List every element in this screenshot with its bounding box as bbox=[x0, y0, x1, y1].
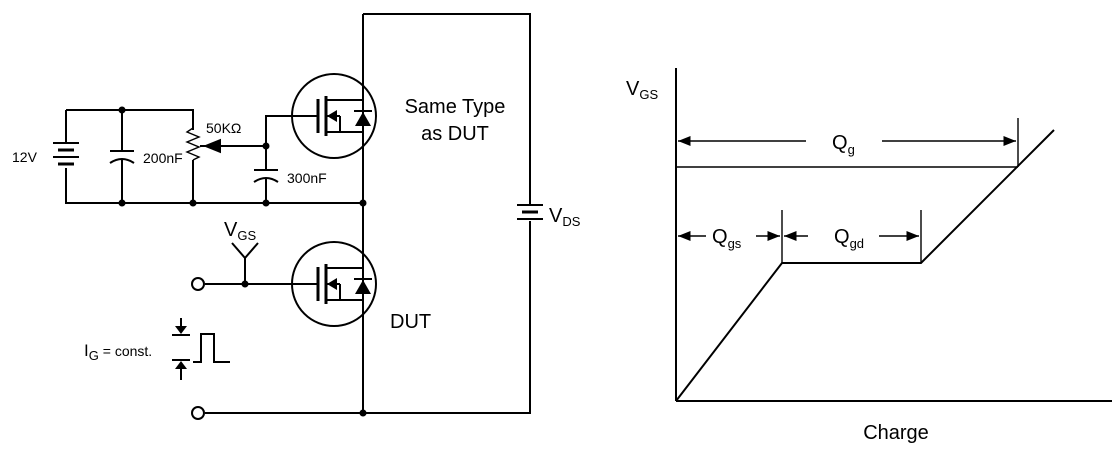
potentiometer-label: 50KΩ bbox=[206, 120, 241, 136]
main-loop-wire bbox=[205, 13, 531, 414]
gate-charge-chart: VGS Charge Qg Qgs Qgd bbox=[626, 68, 1112, 444]
y-axis-label: VGS bbox=[626, 78, 658, 102]
gate-terminal bbox=[191, 277, 205, 291]
test-circuit: VDS Same Type as DUT bbox=[12, 13, 581, 420]
ground-terminal bbox=[191, 406, 205, 420]
pulse-icon bbox=[193, 333, 230, 363]
capacitor-200nf-label: 200nF bbox=[143, 150, 183, 166]
capacitor-300nf-label: 300nF bbox=[287, 170, 327, 186]
qgs-label: Qgs bbox=[712, 226, 742, 251]
vgs-probe bbox=[231, 242, 259, 288]
dut-label: DUT bbox=[390, 311, 431, 333]
bias-top-wire bbox=[66, 109, 194, 203]
qg-label: Qg bbox=[832, 132, 855, 157]
reference-fet-label: Same Type bbox=[405, 96, 506, 118]
reference-fet-label-line2: as DUT bbox=[421, 123, 489, 145]
capacitor-300nf bbox=[253, 142, 279, 203]
battery-label: 12V bbox=[12, 149, 38, 165]
qgd-label: Qgd bbox=[834, 226, 864, 251]
reference-mosfet bbox=[291, 73, 377, 159]
vgs-curve bbox=[675, 129, 1055, 402]
vgs-label: VGS bbox=[224, 219, 256, 243]
x-axis-label: Charge bbox=[863, 422, 929, 444]
bias-battery bbox=[53, 142, 79, 166]
vds-label: VDS bbox=[549, 205, 581, 229]
ig-label: IG = const. bbox=[84, 341, 152, 363]
potentiometer bbox=[185, 127, 221, 161]
gate-current-source bbox=[172, 318, 230, 380]
vds-battery bbox=[517, 204, 543, 220]
dut-mosfet bbox=[205, 241, 377, 327]
capacitor-200nf bbox=[109, 110, 135, 203]
